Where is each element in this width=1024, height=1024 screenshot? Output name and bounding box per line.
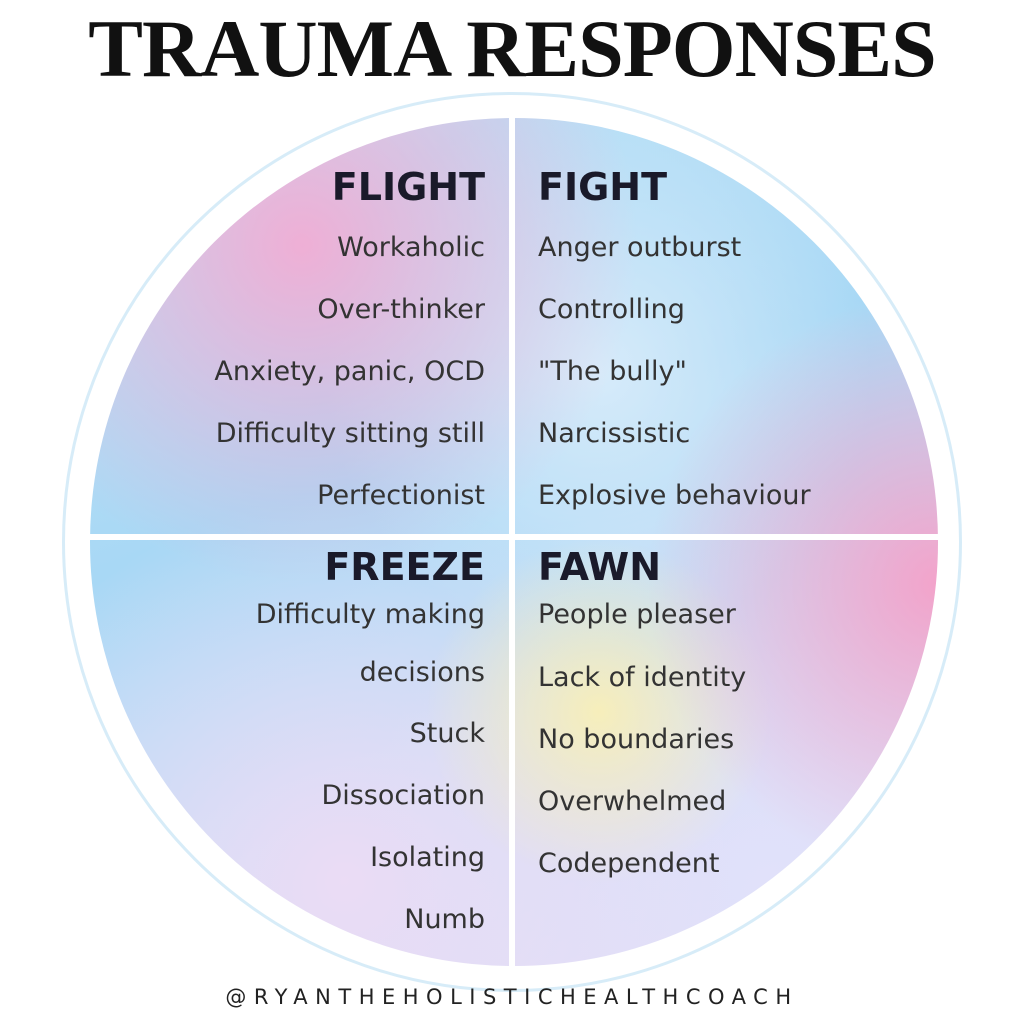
fight-heading: FIGHT <box>538 165 668 209</box>
flight-item: Perfectionist <box>317 480 485 511</box>
fawn-item: People pleaser <box>538 599 736 630</box>
flight-item: Over-thinker <box>317 294 485 325</box>
freeze-heading: FREEZE <box>324 545 485 589</box>
freeze-item: Stuck <box>409 718 485 749</box>
fawn-item: Overwhelmed <box>538 786 727 817</box>
fawn-item: No boundaries <box>538 724 735 755</box>
fight-item: Controlling <box>538 294 685 325</box>
freeze-item: Difficulty making <box>255 599 485 630</box>
fight-item: "The bully" <box>538 356 687 387</box>
fawn-item: Lack of identity <box>538 662 747 693</box>
freeze-item: Numb <box>404 904 485 935</box>
footer-handle: @RYANTHEHOLISTICHEALTHCOACH <box>225 985 799 1009</box>
flight-item: Anxiety, panic, OCD <box>214 356 485 387</box>
flight-item: Workaholic <box>337 232 485 263</box>
page-title: TRAUMA RESPONSES <box>88 3 936 94</box>
fight-item: Narcissistic <box>538 418 691 449</box>
fawn-heading: FAWN <box>538 545 662 589</box>
flight-item: Difficulty sitting still <box>215 418 485 449</box>
freeze-item: Isolating <box>370 842 485 873</box>
fight-item: Explosive behaviour <box>538 480 811 511</box>
flight-heading: FLIGHT <box>331 165 485 209</box>
freeze-item: Dissociation <box>321 780 485 811</box>
decorative-ring <box>62 92 962 992</box>
freeze-item: decisions <box>359 657 485 688</box>
fight-item: Anger outburst <box>538 232 742 263</box>
vertical-divider <box>509 118 515 966</box>
fawn-item: Codependent <box>538 848 720 879</box>
horizontal-divider <box>90 534 938 540</box>
